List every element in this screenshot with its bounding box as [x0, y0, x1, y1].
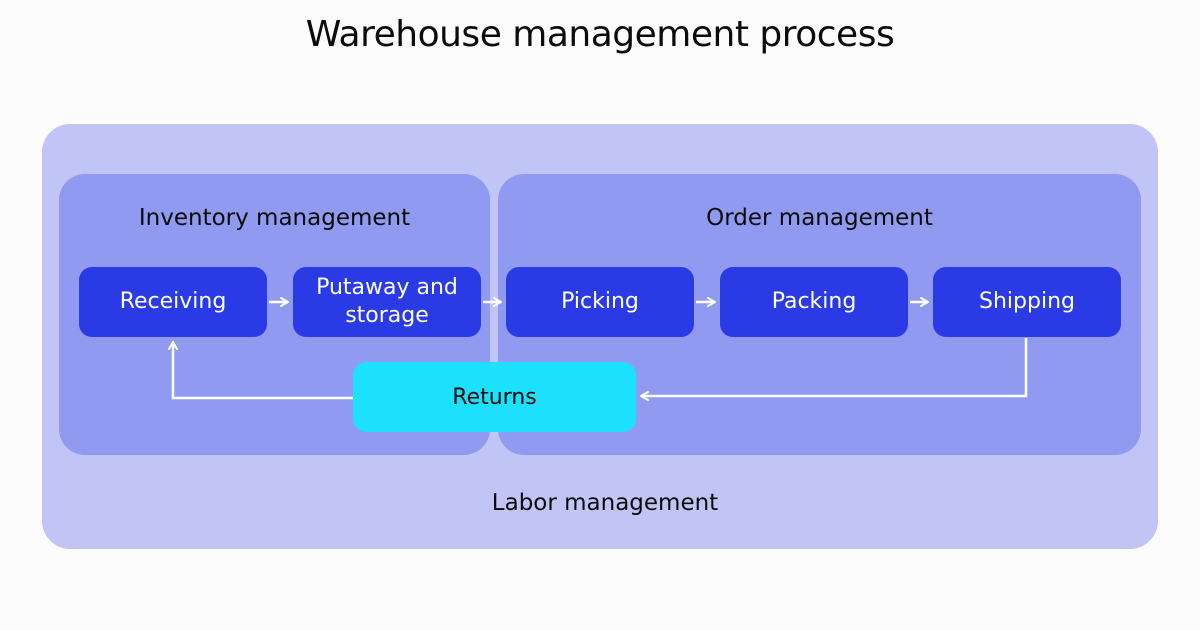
diagram-title: Warehouse management process: [305, 14, 895, 55]
step-putaway-and-storage: Putaway and storage: [293, 267, 481, 337]
step-returns: Returns: [353, 362, 636, 432]
step-shipping: Shipping: [933, 267, 1121, 337]
step-packing: Packing: [720, 267, 908, 337]
step-receiving: Receiving: [79, 267, 267, 337]
step-picking: Picking: [506, 267, 694, 337]
order-management-label: Order management: [706, 205, 933, 231]
inventory-management-label: Inventory management: [138, 205, 411, 231]
labor-management-label: Labor management: [491, 490, 719, 516]
